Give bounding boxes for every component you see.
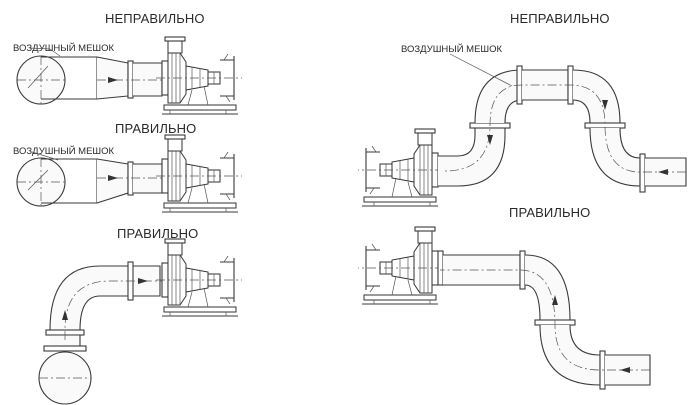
panel-bottom-left <box>38 238 243 405</box>
note-top-left: ВОЗДУШНЫЙ МЕШОК <box>13 43 115 54</box>
pump-unit <box>155 134 243 213</box>
heading-top-right: НЕПРАВИЛЬНО <box>510 11 610 26</box>
flow-arrow <box>108 175 118 181</box>
flow-arrow <box>108 77 118 83</box>
heading-top-left: НЕПРАВИЛЬНО <box>105 11 205 26</box>
pump-unit <box>357 226 445 305</box>
note-top-right: ВОЗДУШНЫЙ МЕШОК <box>401 44 503 55</box>
heading-mid-left: ПРАВИЛЬНО <box>115 121 197 136</box>
pump-unit <box>155 36 243 115</box>
panel-top-left <box>16 36 243 115</box>
flow-arrow <box>552 295 558 305</box>
panel-bottom-right <box>357 226 651 390</box>
panel-top-right <box>357 53 687 207</box>
flow-arrow <box>487 135 493 145</box>
flow-arrow <box>658 169 668 175</box>
note-mid-left: ВОЗДУШНЫЙ МЕШОК <box>13 146 115 157</box>
flow-arrow <box>62 310 68 320</box>
flow-arrow <box>138 278 148 284</box>
pump-unit <box>357 128 445 207</box>
heading-bottom-left: ПРАВИЛЬНО <box>117 226 199 241</box>
pump-unit <box>155 238 243 317</box>
flow-arrow <box>620 367 630 373</box>
flow-arrow <box>602 100 608 110</box>
heading-bottom-right: ПРАВИЛЬНО <box>509 205 591 220</box>
panel-mid-left <box>16 134 243 213</box>
